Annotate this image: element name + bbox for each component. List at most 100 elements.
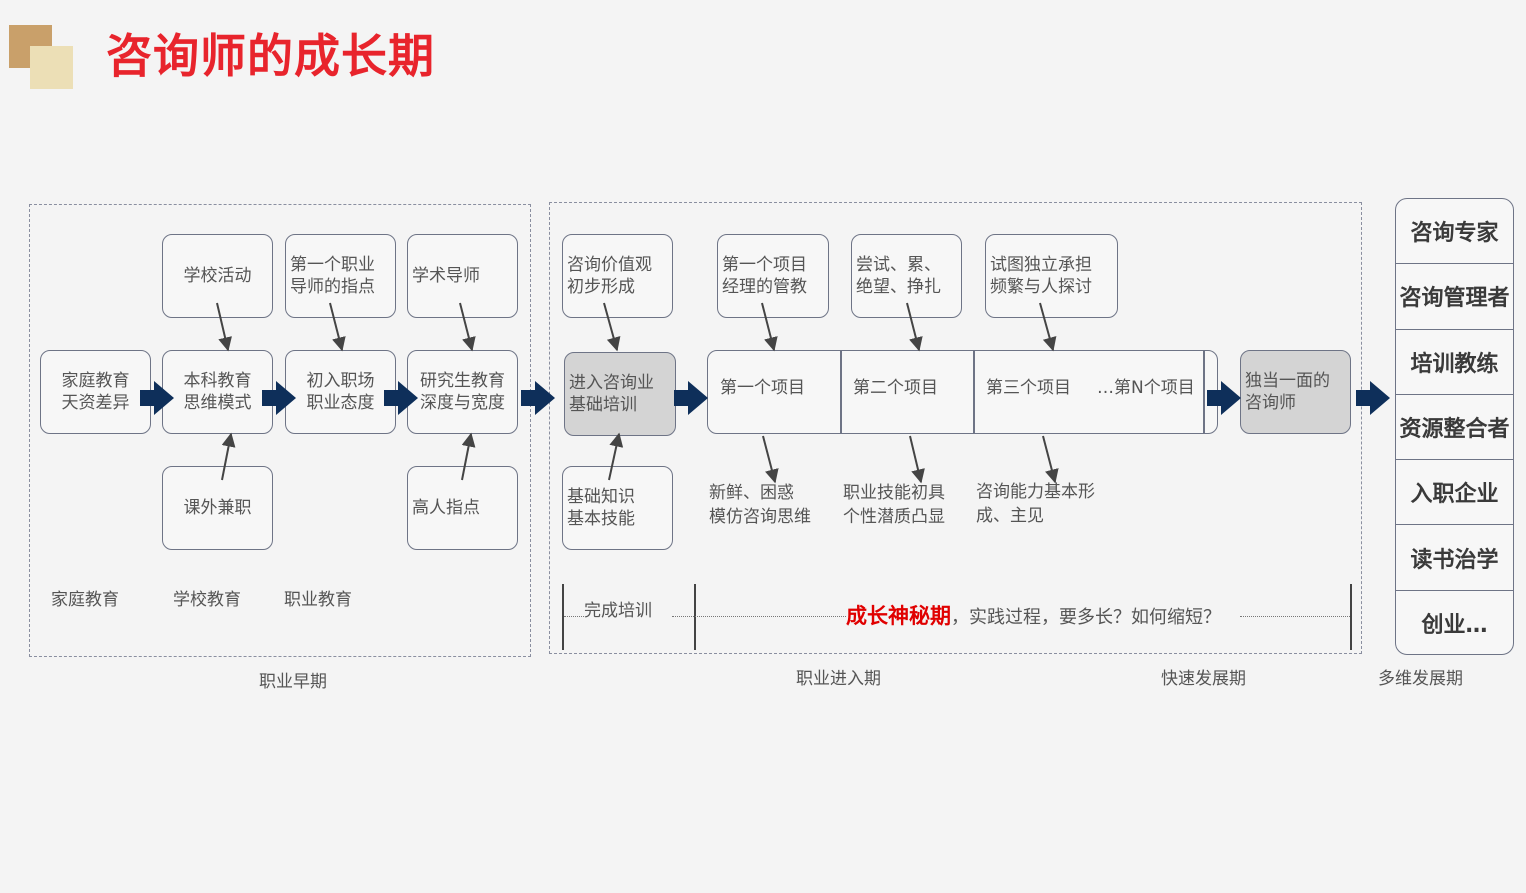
growth-rest: ，实践过程，要多长？如何缩短？: [951, 607, 1221, 628]
roles-column: 咨询专家 咨询管理者 培训教练 资源整合者 入职企业 读书治学 创业…: [1395, 198, 1514, 655]
timeline-tick: [694, 584, 696, 650]
influence-arrow-icon: [608, 432, 624, 481]
influence-arrow-icon: [1039, 302, 1057, 352]
phase-rapid: 快速发展期: [1161, 669, 1246, 689]
academic-mentor-box: 学术导师: [407, 234, 518, 318]
project-n: …第N个项目: [1097, 378, 1195, 398]
role-item: 入职企业: [1396, 460, 1513, 526]
influence-arrow-icon: [221, 432, 236, 481]
influence-arrow-icon: [329, 302, 346, 352]
project-3: 第三个项目: [986, 378, 1071, 398]
role-item: 创业…: [1421, 613, 1488, 639]
project-1: 第一个项目: [720, 378, 805, 398]
box-line: 学术导师: [412, 266, 480, 286]
note-line: 职业技能初具: [843, 483, 945, 503]
box-line: 深度与宽度: [420, 393, 505, 413]
growth-highlight: 成长神秘期: [846, 604, 951, 628]
note-line: 个性潜质凸显: [843, 507, 945, 527]
first-mentor-box: 第一个职业导师的指点: [285, 234, 396, 318]
box-line: 思维模式: [183, 393, 252, 413]
role-item: 咨询专家: [1396, 199, 1513, 265]
label-family-education: 家庭教育: [51, 590, 119, 610]
timeline-dotted: [1240, 616, 1350, 617]
influence-arrow-icon: [216, 302, 232, 352]
basics-box: 基础知识基本技能: [562, 466, 673, 550]
box-line: 职业态度: [306, 393, 375, 413]
box-line: 课外兼职: [183, 498, 252, 518]
early-career-region: [29, 204, 531, 657]
timeline-tick: [1350, 584, 1352, 650]
independent-consultant-box: 独当一面的咨询师: [1240, 350, 1351, 434]
box-line: 研究生教育: [420, 371, 505, 391]
logo-square-light: [30, 46, 73, 89]
training-done-label: 完成培训: [584, 601, 652, 621]
box-line: 初步形成: [567, 277, 635, 297]
box-line: 学校活动: [183, 266, 252, 286]
projects-bar: 第一个项目 第二个项目 第三个项目 …第N个项目: [707, 350, 1218, 434]
box-line: 绝望、挣扎: [856, 277, 941, 297]
flow-arrow-icon: [521, 381, 555, 415]
box-line: 第一个项目: [722, 255, 807, 275]
struggle-box: 尝试、累、绝望、挣扎: [851, 234, 962, 318]
note-line: 咨询能力基本形: [976, 482, 1095, 502]
box-line: 第一个职业: [290, 255, 375, 275]
box-line: 尝试、累、: [856, 255, 941, 275]
box-line: 基础知识: [567, 487, 635, 507]
flow-arrow-icon: [674, 381, 708, 415]
box-line: 频繁与人探讨: [990, 277, 1092, 297]
outcome-arrow-icon: [1042, 435, 1059, 484]
flow-arrow-icon: [384, 381, 418, 415]
timeline-tick: [562, 584, 564, 650]
flow-arrow-icon: [1207, 381, 1241, 415]
box-line: 进入咨询业: [569, 373, 654, 393]
parttime-box: 课外兼职: [162, 466, 273, 550]
box-line: 咨询师: [1245, 393, 1296, 413]
project-divider: [1203, 351, 1205, 433]
timeline-dotted: [564, 616, 584, 617]
box-line: 独当一面的: [1245, 371, 1330, 391]
project-divider: [973, 351, 975, 433]
flow-arrow-icon: [140, 381, 174, 415]
flow-arrow-icon: [1356, 381, 1390, 415]
phase-entry: 职业进入期: [796, 669, 881, 689]
independent-box: 试图独立承担频繁与人探讨: [985, 234, 1118, 318]
influence-arrow-icon: [906, 302, 923, 352]
note-project-3: 咨询能力基本形成、主见: [976, 480, 1095, 528]
influence-arrow-icon: [459, 302, 476, 352]
flow-arrow-icon: [262, 381, 296, 415]
values-box: 咨询价值观初步形成: [562, 234, 673, 318]
note-project-2: 职业技能初具个性潜质凸显: [843, 481, 945, 529]
influence-arrow-icon: [761, 302, 778, 352]
note-line: 新鲜、困惑: [709, 483, 794, 503]
box-line: 经理的管教: [722, 277, 807, 297]
project-divider: [840, 351, 842, 433]
box-line: 家庭教育: [61, 371, 130, 391]
timeline-dotted: [672, 616, 846, 617]
label-career-education: 职业教育: [284, 590, 352, 610]
box-line: 本科教育: [183, 371, 252, 391]
role-item: 培训教练: [1396, 330, 1513, 395]
school-activity-box: 学校活动: [162, 234, 273, 318]
project-2: 第二个项目: [853, 378, 938, 398]
role-item: 咨询管理者: [1396, 264, 1513, 330]
box-line: 基础培训: [569, 395, 637, 415]
outcome-arrow-icon: [909, 435, 925, 484]
growth-period-label: 成长神秘期，实践过程，要多长？如何缩短？: [846, 600, 1221, 630]
box-line: 基本技能: [567, 509, 635, 529]
note-line: 成、主见: [976, 506, 1044, 526]
note-line: 模仿咨询思维: [709, 507, 811, 527]
box-line: 天资差异: [61, 393, 130, 413]
box-line: 试图独立承担: [990, 255, 1092, 275]
outcome-arrow-icon: [762, 435, 779, 484]
note-project-1: 新鲜、困惑模仿咨询思维: [709, 481, 811, 529]
page-title: 咨询师的成长期: [106, 29, 435, 83]
role-item: 资源整合者: [1396, 395, 1513, 461]
entry-career-region: [549, 202, 1362, 654]
box-line: 咨询价值观: [567, 255, 652, 275]
influence-arrow-icon: [461, 432, 476, 481]
phase-early: 职业早期: [259, 672, 327, 692]
training-box: 进入咨询业基础培训: [564, 352, 676, 436]
phase-multi: 多维发展期: [1378, 669, 1463, 689]
box-line: 高人指点: [412, 498, 480, 518]
